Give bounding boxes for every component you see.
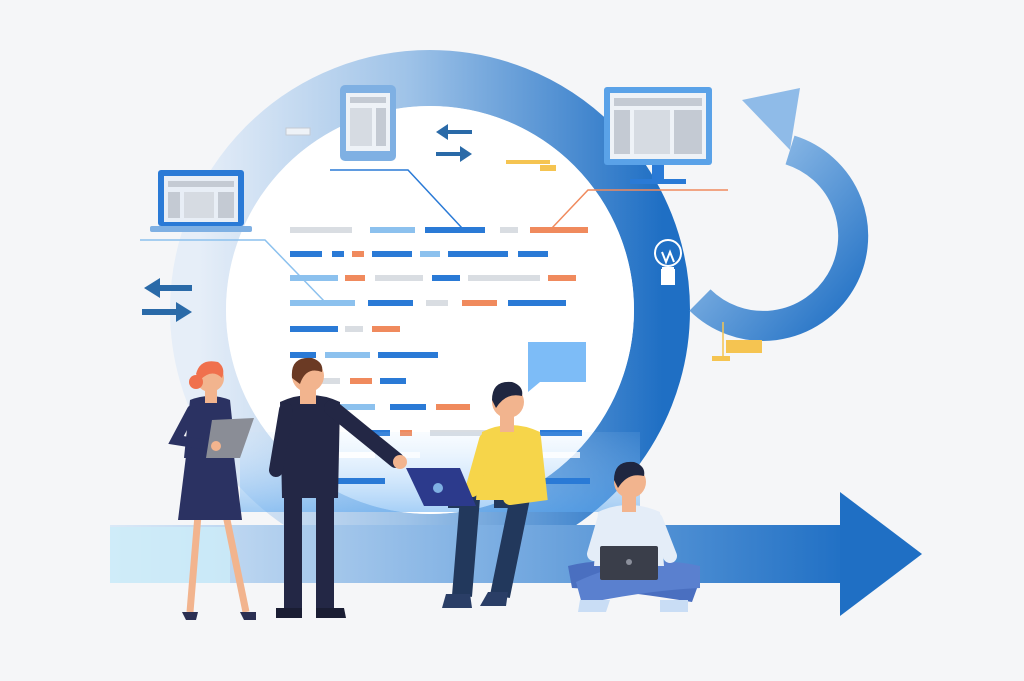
laptop-icon	[150, 170, 252, 232]
chat-bubble-icon	[528, 342, 586, 392]
swap-arrows-icon	[436, 124, 472, 162]
loop-arrow	[689, 88, 869, 341]
person-developer-yellow-shirt	[406, 381, 548, 608]
person-woman-with-tablet	[168, 361, 256, 620]
tablet-icon	[340, 85, 396, 161]
person-developer-cross-legged	[568, 461, 700, 612]
note-icon	[506, 160, 556, 171]
sticky-note-icon	[712, 322, 762, 361]
code-lines	[290, 227, 588, 436]
dash-decoration	[285, 127, 311, 136]
monitor-icon	[604, 87, 712, 184]
swap-arrows-left-icon	[142, 278, 192, 322]
connector-lines	[140, 169, 728, 303]
lightbulb-icon	[654, 239, 682, 285]
person-man-in-suit	[269, 357, 407, 618]
